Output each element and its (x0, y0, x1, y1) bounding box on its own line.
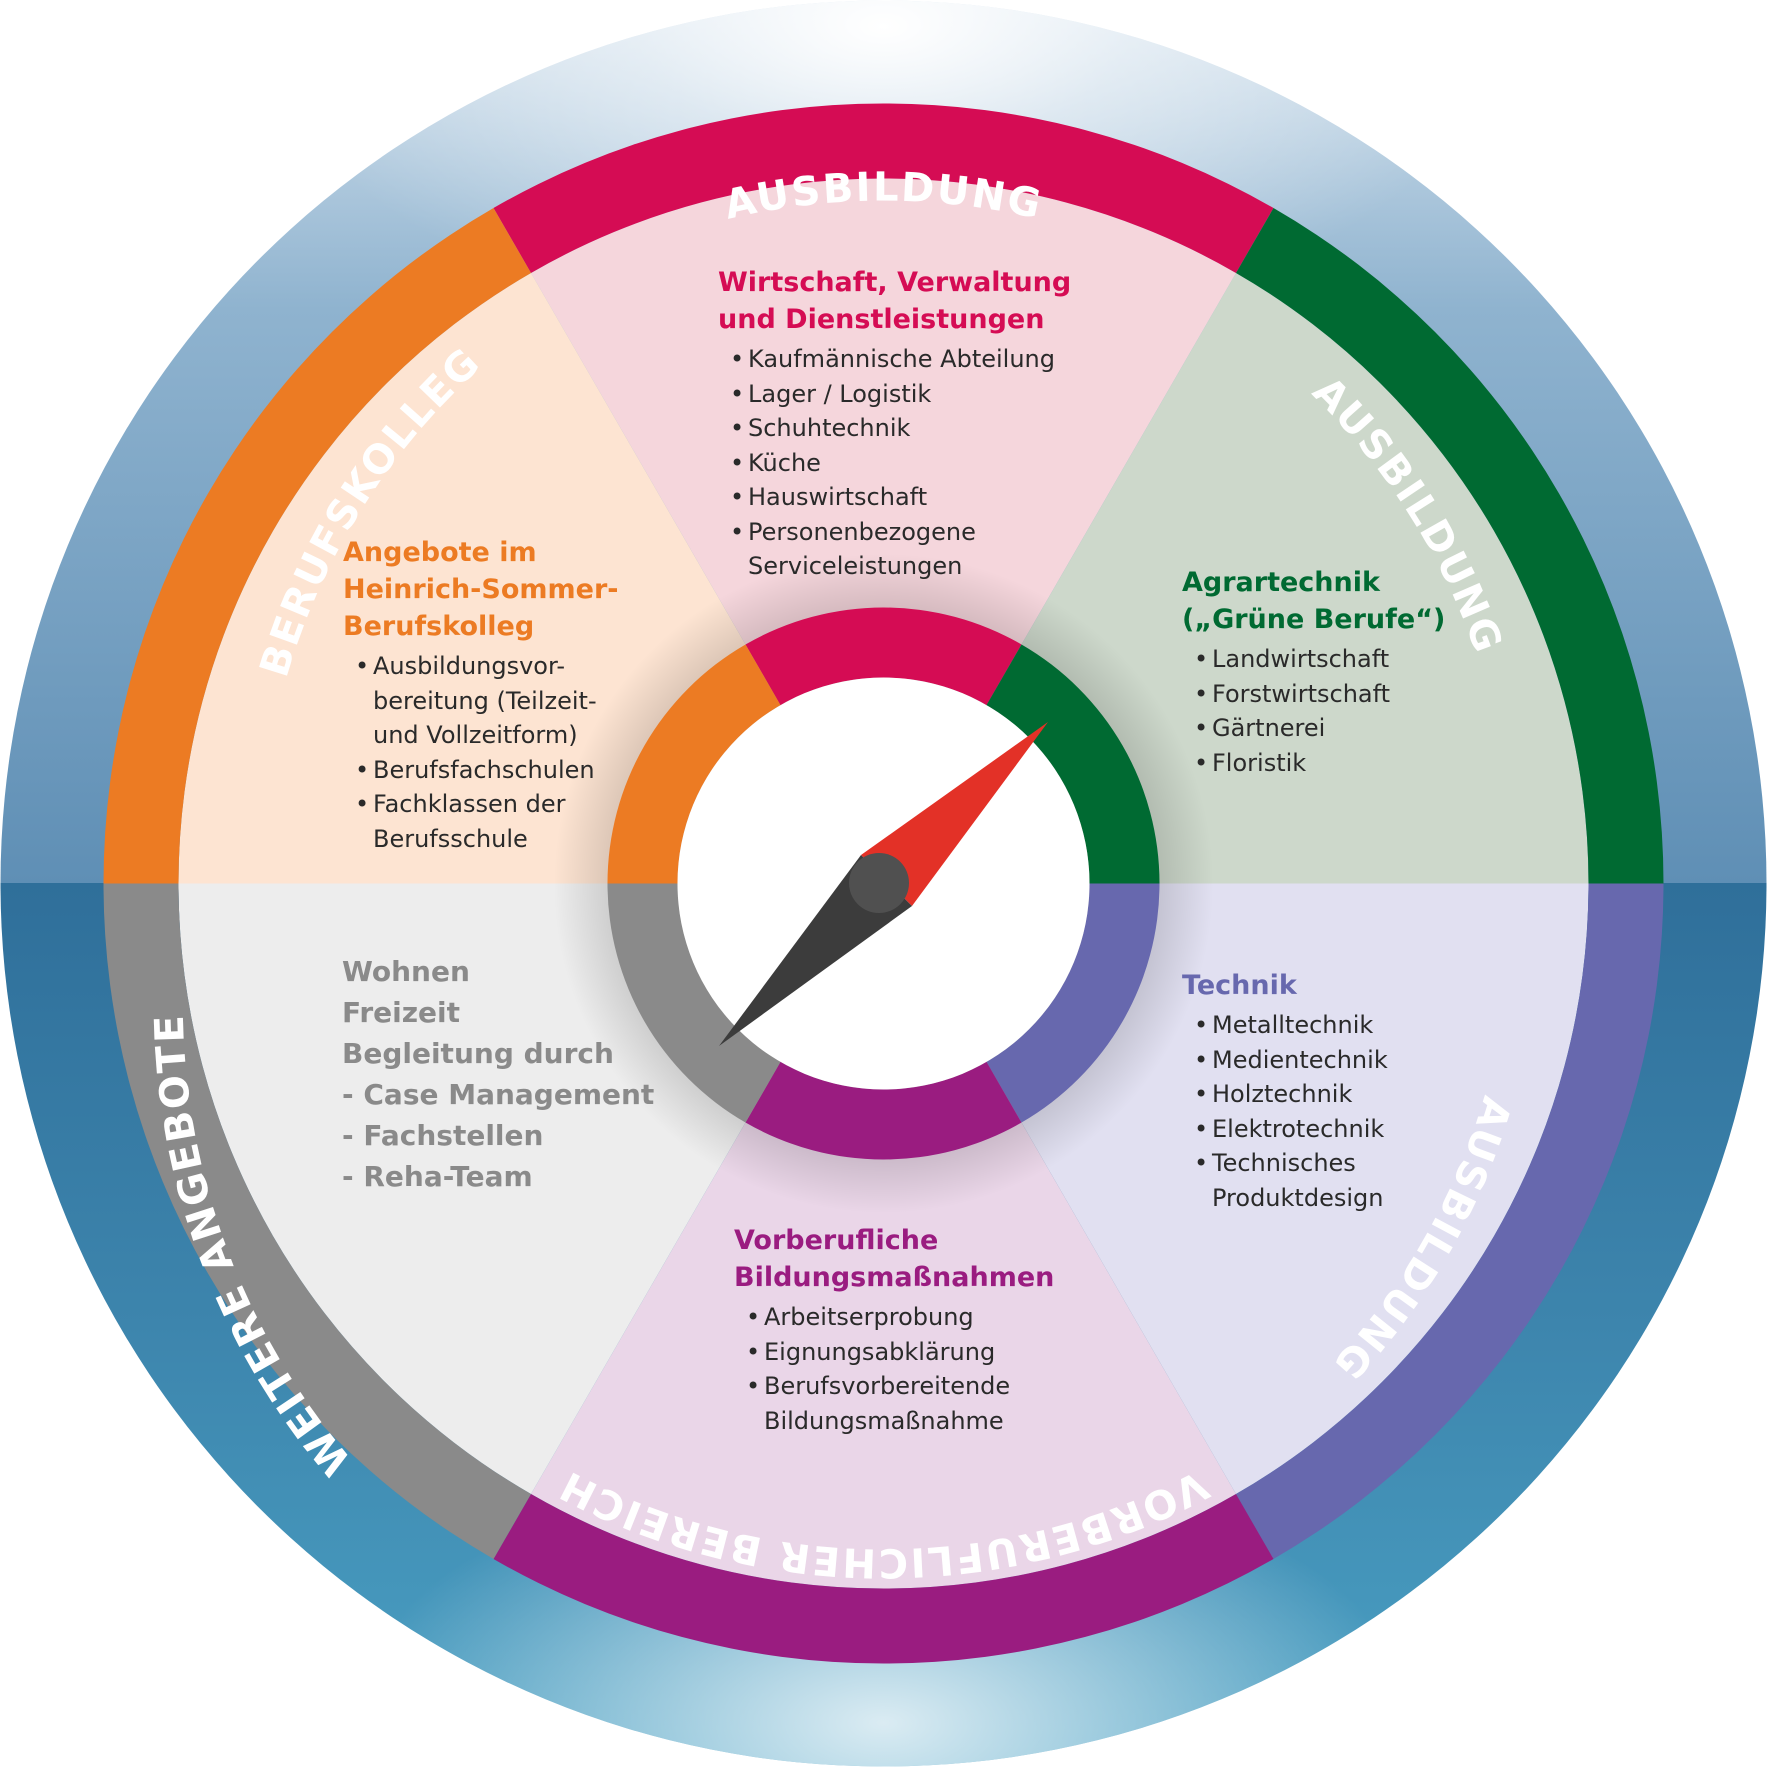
list-item: Berufsvorbereitende Bildungsmaßnahme (742, 1369, 1054, 1438)
segment-list: ArbeitserprobungEignungsabklärungBerufsv… (742, 1300, 1054, 1438)
compass-needle-north (861, 722, 1048, 906)
list-item: Hauswirtschaft (726, 480, 1071, 515)
list-item: Technisches Produktdesign (1190, 1146, 1388, 1215)
segment-list: Ausbildungsvor- bereitung (Teilzeit- und… (351, 649, 618, 856)
list-item: Küche (726, 446, 1071, 481)
segment-wirtschaft: Wirtschaft, Verwaltung und Dienstleistung… (718, 264, 1071, 584)
list-item: Forstwirtschaft (1190, 677, 1445, 712)
segment-heading-line: Begleitung durch (342, 1037, 614, 1070)
segment-heading-line: Bildungsmaßnahmen (734, 1262, 1055, 1293)
list-item: Gärtnerei (1190, 711, 1445, 746)
inner-ring (607, 607, 1160, 1160)
segment-heading-line: Wohnen (342, 955, 470, 988)
list-item: Schuhtechnik (726, 411, 1071, 446)
list-item: Arbeitserprobung (742, 1300, 1054, 1335)
list-item: Kaufmännische Abteilung (726, 342, 1071, 377)
segment-heading-line: Agrartechnik (1182, 567, 1380, 598)
segment-heading: Wirtschaft, Verwaltung und Dienstleistung… (718, 264, 1071, 338)
list-item: Ausbildungsvor- bereitung (Teilzeit- und… (351, 649, 618, 753)
segment-list: Kaufmännische AbteilungLager / LogistikS… (726, 342, 1071, 584)
inner-ring-vorberuflich (745, 1061, 1022, 1160)
segment-heading-line: Technik (1182, 970, 1297, 1001)
segment-heading-line: Heinrich-Sommer- (343, 574, 619, 605)
list-item: Personenbezogene Serviceleistungen (726, 515, 1071, 584)
compass-needle-icon (719, 722, 1048, 1046)
list-item: Eignungsabklärung (742, 1335, 1054, 1370)
outer-ring-agrartechnik (1236, 208, 1664, 884)
segment-heading-line: Freizeit (342, 996, 461, 1029)
inner-ring-agrartechnik (986, 644, 1160, 884)
outer-ring-weitere (103, 883, 531, 1559)
segment-fill-vorberuflich (531, 883, 1236, 1589)
segment-heading: Angebote im Heinrich-Sommer- Berufskolleg (343, 534, 618, 645)
list-item: Lager / Logistik (726, 377, 1071, 412)
segment-heading-line: Vorberufliche (734, 1225, 939, 1256)
segment-heading-line: und Dienstleistungen (718, 304, 1045, 335)
list-item: Landwirtschaft (1190, 642, 1445, 677)
segment-agrartechnik: Agrartechnik („Grüne Berufe“) Landwirtsch… (1182, 564, 1445, 780)
list-item: Metalltechnik (1190, 1008, 1388, 1043)
segment-heading-line: - Reha-Team (342, 1160, 533, 1193)
segment-heading-line: Angebote im (343, 537, 537, 568)
list-item: Berufsfachschulen (351, 753, 618, 788)
segment-heading: Technik (1182, 967, 1388, 1004)
segment-list: LandwirtschaftForstwirtschaftGärtnereiFl… (1190, 642, 1445, 780)
list-item: Elektrotechnik (1190, 1112, 1388, 1147)
list-item: Fachklassen der Berufsschule (351, 787, 618, 856)
segment-heading-line: - Fachstellen (342, 1119, 544, 1152)
list-item: Holztechnik (1190, 1077, 1388, 1112)
inner-ring-technik (986, 883, 1160, 1123)
inner-ring-berufskolleg (607, 644, 781, 884)
inner-ring-weitere (607, 883, 781, 1123)
segment-heading-line: („Grüne Berufe“) (1182, 604, 1446, 635)
outer-ring-vorberuflich (493, 1494, 1274, 1664)
outer-ring-berufskolleg (103, 208, 531, 884)
outer-ring-technik (1236, 883, 1664, 1559)
list-item: Floristik (1190, 746, 1445, 781)
segment-list: MetalltechnikMedientechnikHolztechnikEle… (1190, 1008, 1388, 1215)
compass-pivot (849, 853, 909, 913)
segment-heading-line: - Case Management (342, 1078, 655, 1111)
outer-ring-wirtschaft (493, 103, 1274, 273)
segment-heading-line: Wirtschaft, Verwaltung (718, 267, 1072, 298)
segment-technik: Technik MetalltechnikMedientechnikHolzte… (1182, 967, 1388, 1215)
segment-heading: Agrartechnik („Grüne Berufe“) (1182, 564, 1445, 638)
segment-heading-line: Berufskolleg (343, 611, 535, 642)
list-item: Medientechnik (1190, 1043, 1388, 1078)
inner-ring-wirtschaft (745, 607, 1022, 706)
